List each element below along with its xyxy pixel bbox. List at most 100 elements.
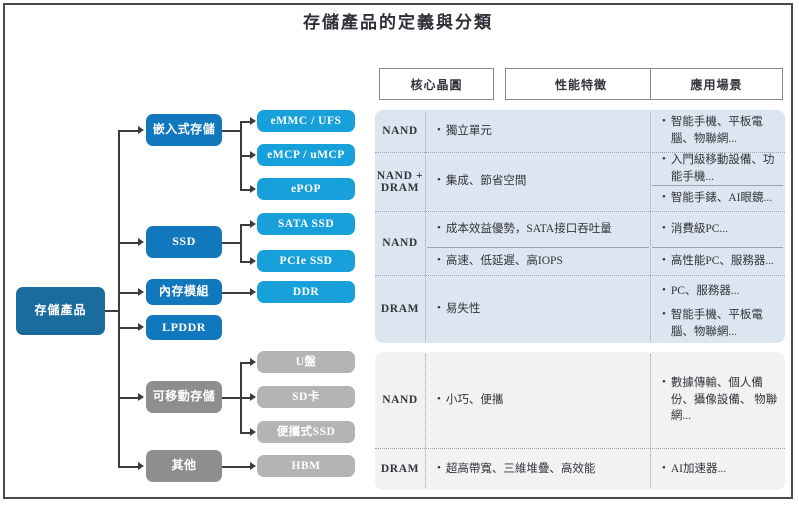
connector-branch-3 — [118, 292, 139, 294]
connector-leaf-emmc — [240, 121, 252, 123]
connector-spine — [118, 130, 120, 466]
table-cell-core-row5: NAND — [382, 394, 418, 406]
bullet-dot: • — [437, 174, 441, 187]
arrow-leaf-emcp — [250, 151, 256, 159]
tree-node-others[interactable]: 其他 — [146, 450, 222, 482]
connector-branch-1 — [118, 130, 139, 132]
table-column-divider-2 — [650, 112, 651, 341]
tree-leaf-epop[interactable]: ePOP — [257, 178, 355, 200]
bullet-dot: • — [662, 253, 666, 266]
connector-branch-2-fan — [240, 224, 242, 261]
connector-branch-4 — [118, 327, 139, 329]
tree-leaf-sd-card[interactable]: SD卡 — [257, 386, 355, 408]
connector-branch-2-out — [222, 242, 241, 244]
table-cell-feature-row2: • 集成、節省空間 — [437, 174, 527, 188]
bullet-dot: • — [437, 123, 441, 136]
arrow-branch-1 — [138, 126, 144, 134]
table-subrow-divider-row3-apps — [652, 247, 783, 248]
connector-leaf-hbm — [222, 466, 252, 468]
bullet-dot: • — [662, 283, 666, 296]
arrow-leaf-emmc — [250, 117, 256, 125]
connector-leaf-sdcard — [240, 397, 252, 399]
tree-node-removable-storage[interactable]: 可移動存儲 — [146, 381, 222, 413]
tree-leaf-emcp-umcp[interactable]: eMCP / uMCP — [257, 144, 355, 166]
connector-branch-6 — [118, 466, 139, 468]
table-row-divider-1 — [375, 152, 785, 153]
arrow-leaf-hbm — [250, 462, 256, 470]
tree-leaf-sata-ssd[interactable]: SATA SSD — [257, 213, 355, 235]
table-cell-application-row2a: • 入門級移動設備、功能手機... — [662, 152, 775, 183]
table-row-divider-3 — [375, 275, 785, 276]
table-header-core-die: 核心晶圓 — [379, 68, 494, 100]
arrow-branch-4 — [138, 323, 144, 331]
connector-leaf-epop — [240, 189, 252, 191]
arrow-branch-3 — [138, 288, 144, 296]
arrow-branch-2 — [138, 238, 144, 246]
table-cell-application-row3b: • 高性能PC、服務器... — [662, 253, 775, 267]
slide-frame: 存儲產品的定義與分類 存儲產品 嵌入式存儲 eMMC / UFS eMCP / … — [3, 3, 793, 499]
page-title: 存儲產品的定義與分類 — [303, 13, 493, 32]
arrow-leaf-sdcard — [250, 393, 256, 401]
table-header-applications: 應用場景 — [650, 68, 783, 100]
bullet-dot: • — [662, 221, 666, 234]
connector-leaf-portable-ssd — [240, 432, 252, 434]
table-cell-core-row1: NAND — [382, 125, 418, 137]
bullet-dot: • — [662, 190, 666, 203]
tree-node-ssd[interactable]: SSD — [146, 226, 222, 258]
connector-root-horizontal — [105, 310, 119, 312]
bullet-dot: • — [437, 392, 441, 405]
table-subrow-divider-row3-features — [427, 247, 649, 248]
connector-branch-1-out — [222, 130, 241, 132]
tree-leaf-ddr[interactable]: DDR — [257, 281, 355, 303]
arrow-branch-5 — [138, 393, 144, 401]
table-column-divider-1 — [425, 112, 426, 341]
table-cell-application-row6: • AI加速器... — [662, 461, 727, 475]
arrow-leaf-udisk — [250, 358, 256, 366]
table-cell-core-row3: NAND — [382, 237, 418, 249]
table-cell-application-row1: • 智能手機、平板電腦、物聯網... — [662, 115, 763, 145]
bullet-dot: • — [662, 152, 666, 165]
table-panel-removable-group — [375, 352, 785, 490]
table-cell-feature-row3a: • 成本效益優勢，SATA接口吞吐量 — [437, 221, 612, 235]
table-column-divider-3 — [425, 354, 426, 488]
arrow-leaf-ddr — [250, 288, 256, 296]
table-cell-application-row3a: • 消費級PC... — [662, 221, 729, 235]
connector-leaf-emcp — [240, 155, 252, 157]
tree-leaf-emmc-ufs[interactable]: eMMC / UFS — [257, 110, 355, 132]
connector-branch-5-out — [222, 397, 241, 399]
bullet-dot: • — [437, 253, 441, 266]
tree-root-node[interactable]: 存儲產品 — [16, 287, 105, 335]
table-cell-core-row4: DRAM — [380, 303, 420, 315]
tree-node-embedded-storage[interactable]: 嵌入式存儲 — [146, 114, 222, 146]
tree-leaf-hbm[interactable]: HBM — [257, 455, 355, 477]
bullet-dot: • — [437, 301, 441, 314]
tree-node-lpddr[interactable]: LPDDR — [146, 315, 222, 340]
arrow-leaf-pcie — [250, 257, 256, 265]
table-cell-feature-row5: • 小巧、便攜 — [437, 392, 504, 406]
table-cell-application-row5: • 數據傳輸、個人備份、攝像設備、 物聯網... — [662, 375, 778, 423]
connector-leaf-udisk — [240, 362, 252, 364]
connector-branch-2 — [118, 242, 139, 244]
tree-leaf-usb-drive[interactable]: U盤 — [257, 351, 355, 373]
table-cell-core-row2: NAND + DRAM — [376, 169, 424, 194]
table-cell-application-row4b: • 智能手機、平板電腦、物聯網... — [662, 308, 763, 338]
bullet-dot: • — [662, 308, 666, 321]
connector-leaf-ddr — [222, 292, 252, 294]
connector-leaf-sata — [240, 224, 252, 226]
tree-node-memory-module[interactable]: 內存模組 — [146, 279, 222, 305]
slide-canvas: 存儲產品的定義與分類 存儲產品 嵌入式存儲 eMMC / UFS eMCP / … — [5, 5, 791, 497]
table-cell-feature-row3b: • 高速、低延遲、高IOPS — [437, 253, 563, 267]
bullet-dot: • — [437, 461, 441, 474]
tree-leaf-pcie-ssd[interactable]: PCIe SSD — [257, 250, 355, 272]
table-row-divider-2 — [375, 211, 785, 212]
table-column-divider-4 — [650, 354, 651, 488]
bullet-dot: • — [437, 221, 441, 234]
product-taxonomy-tree: 存儲產品 嵌入式存儲 eMMC / UFS eMCP / uMCP ePOP S… — [5, 5, 405, 497]
arrow-branch-6 — [138, 462, 144, 470]
comparison-table: 核心晶圓 性能特徵 應用場景 NAND • 獨立單元 • 智能手機、平板電腦、物… — [369, 5, 789, 497]
arrow-leaf-epop — [250, 185, 256, 193]
table-row-divider-5 — [375, 448, 785, 449]
tree-leaf-portable-ssd[interactable]: 便攜式SSD — [257, 421, 355, 443]
arrow-leaf-portable-ssd — [250, 428, 256, 436]
bullet-dot: • — [662, 461, 666, 474]
